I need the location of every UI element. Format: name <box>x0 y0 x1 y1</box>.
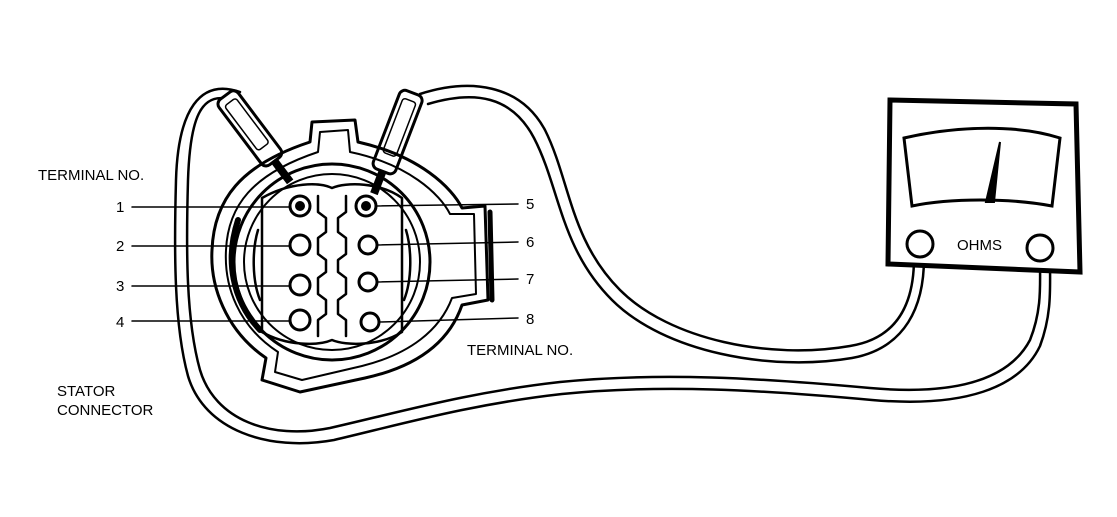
terminal-number-5: 5 <box>526 196 534 213</box>
terminal-number-7: 7 <box>526 271 534 288</box>
ohmmeter-terminal-left <box>905 229 935 259</box>
ohmmeter-dial-window <box>902 126 1062 208</box>
terminal-pin-8 <box>359 311 381 333</box>
stator-connector <box>210 118 495 394</box>
stator-connector-label-line1: STATOR <box>57 383 116 400</box>
terminal-number-8: 8 <box>526 311 534 328</box>
stator-connector-label-line2: CONNECTOR <box>57 402 154 419</box>
terminal-pins <box>288 194 381 333</box>
ohmmeter-terminal-right <box>1025 233 1055 263</box>
test-lead-left <box>173 87 1052 445</box>
terminal-number-2: 2 <box>116 238 124 255</box>
terminal-pin-2 <box>288 233 312 257</box>
terminal-number-4: 4 <box>116 314 124 331</box>
test-lead-right <box>418 84 926 364</box>
ohmmeter-units-label: OHMS <box>957 237 1002 254</box>
probe-right <box>370 88 424 196</box>
terminal-core <box>260 183 404 345</box>
ohmmeter: OHMS <box>885 97 1083 275</box>
terminal-pin-6 <box>357 234 379 256</box>
terminal-number-1: 1 <box>116 199 124 216</box>
terminal-no-label-left: TERMINAL NO. <box>38 167 144 184</box>
terminal-leader-lines <box>131 203 519 323</box>
ohmmeter-needle <box>984 141 1001 203</box>
terminal-pin-3 <box>288 273 312 297</box>
terminal-pin-7 <box>357 271 379 293</box>
terminal-pin-4 <box>288 308 312 332</box>
probe-left <box>216 89 294 185</box>
terminal-number-3: 3 <box>116 278 124 295</box>
connector-housing-outline <box>210 118 490 394</box>
terminal-number-6: 6 <box>526 234 534 251</box>
terminal-no-label-right: TERMINAL NO. <box>467 342 573 359</box>
